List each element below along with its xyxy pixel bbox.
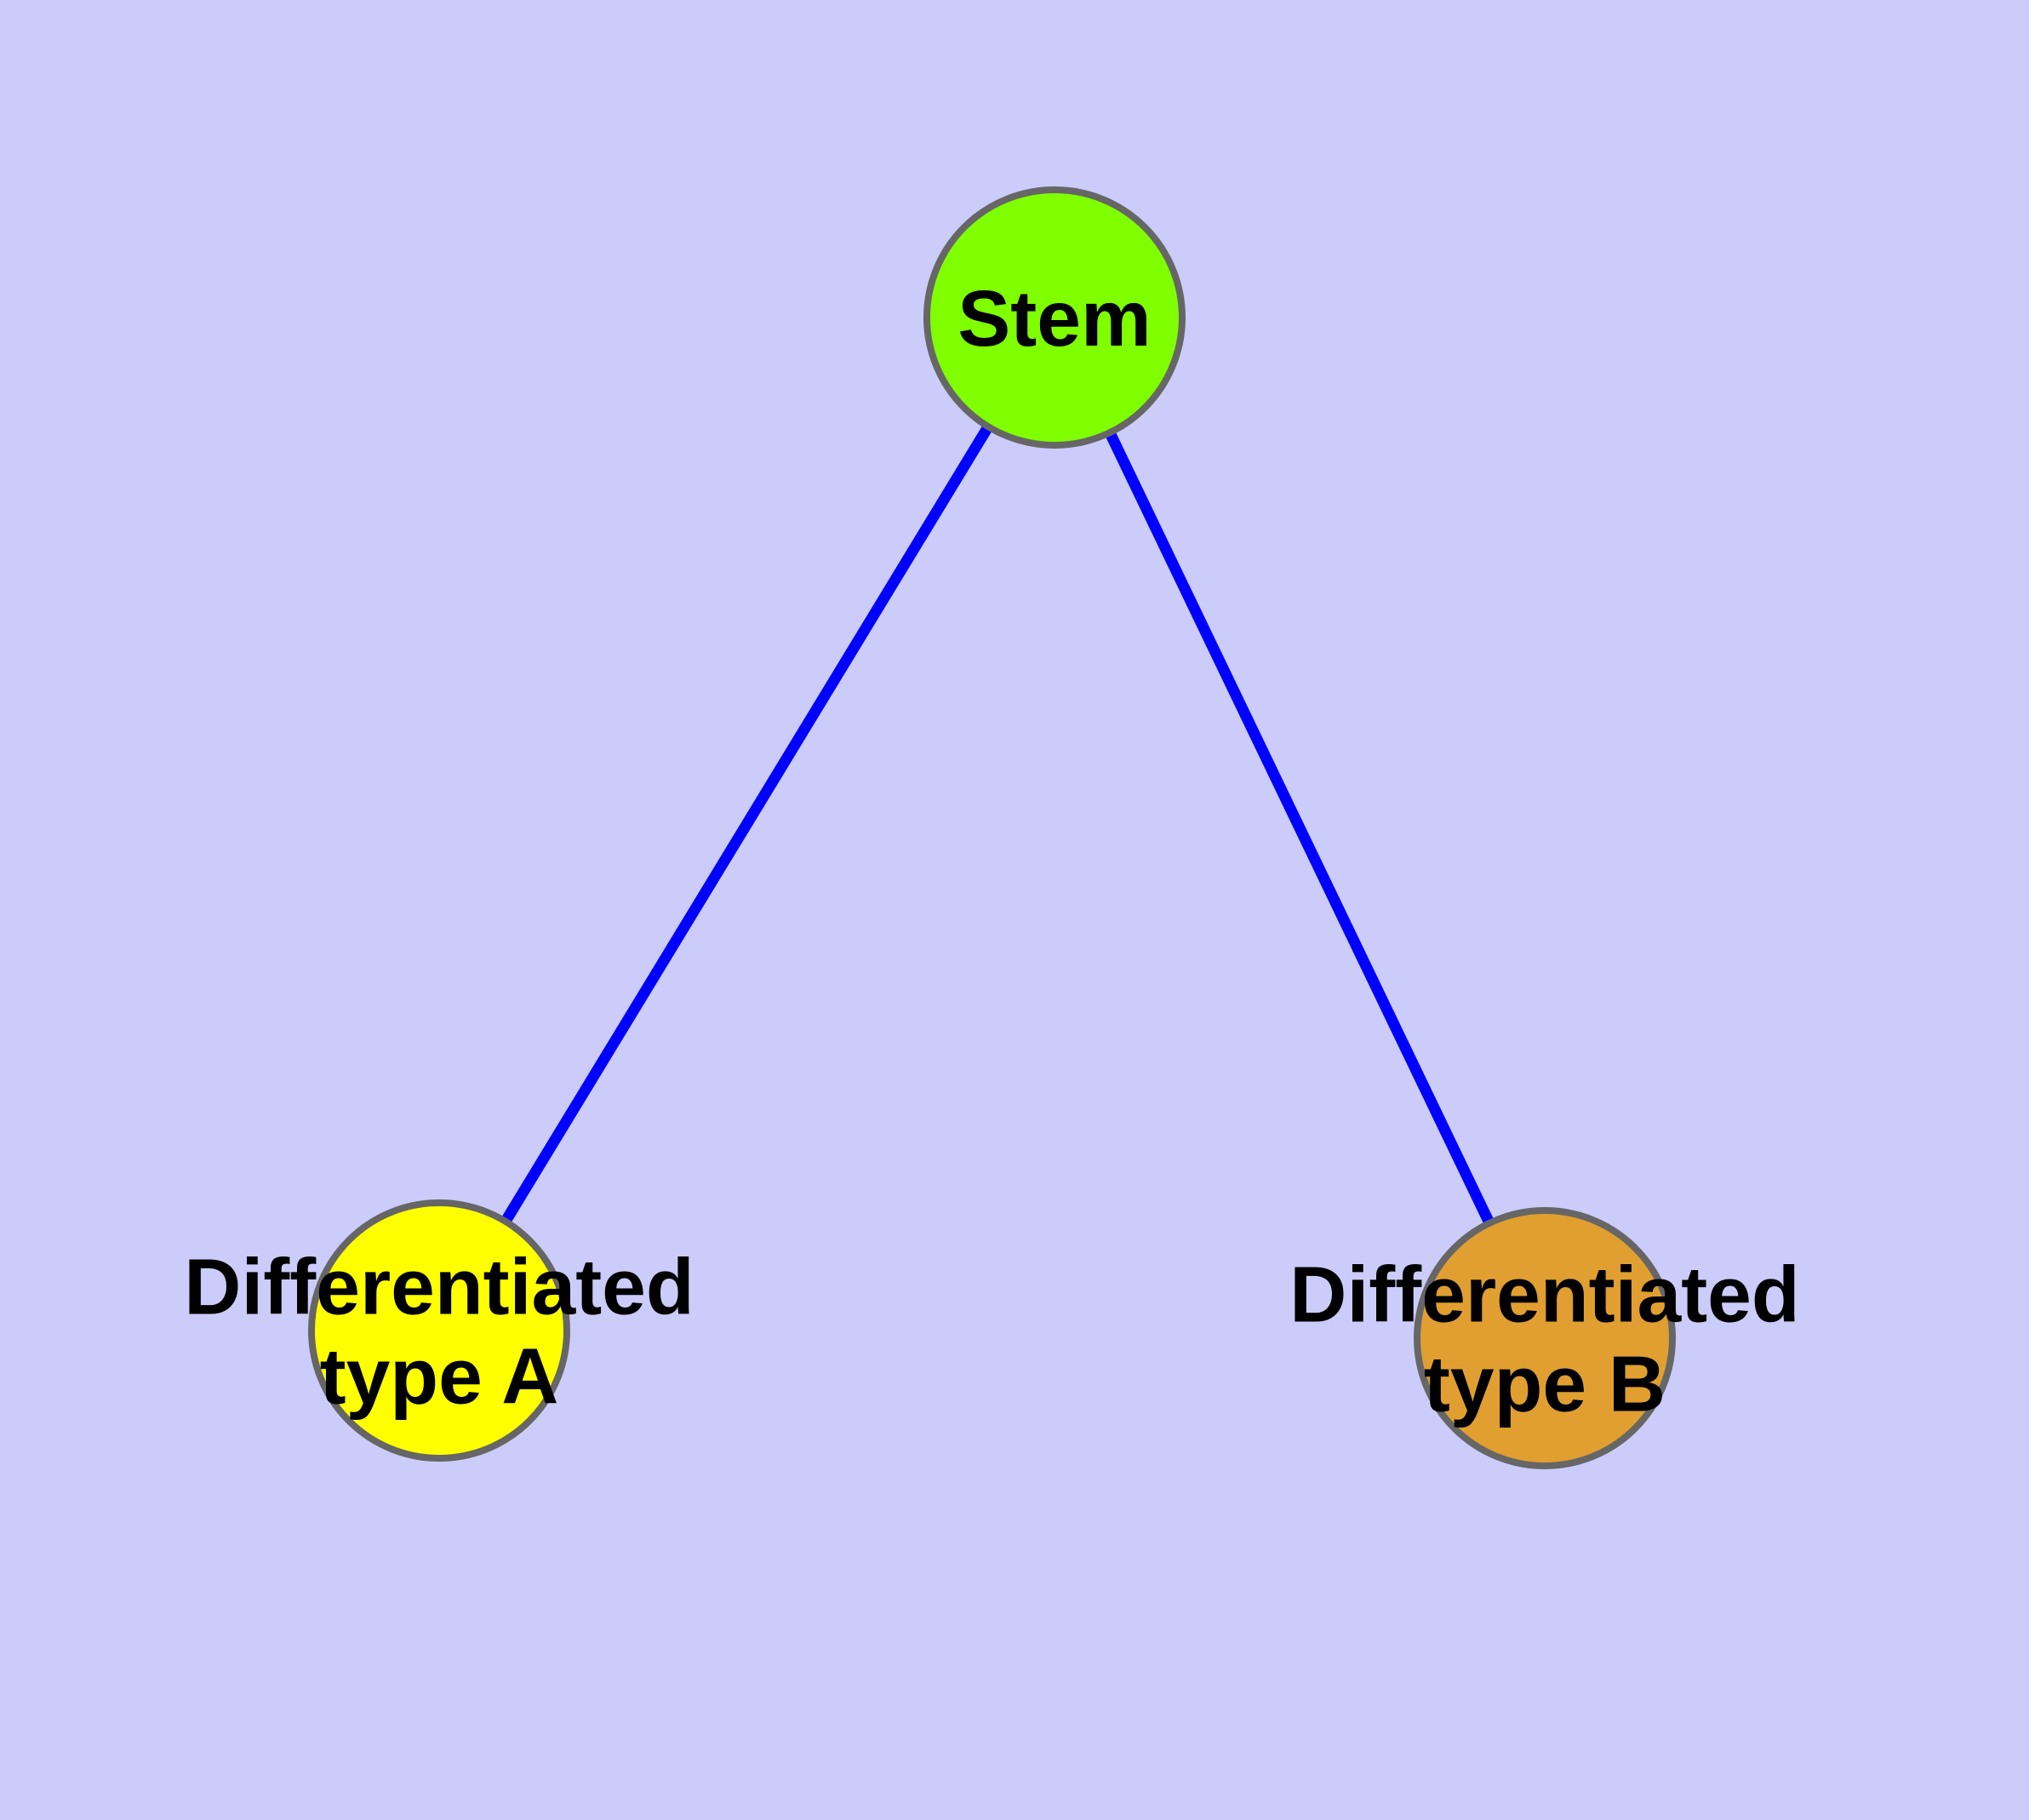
node-label-line: type A [320, 1332, 559, 1421]
node-label-line: Differentiated [1289, 1251, 1799, 1339]
node-label-stem: Stem [957, 274, 1151, 363]
node-label-line: Differentiated [184, 1243, 694, 1331]
node-circle-diff_a[interactable] [308, 1199, 570, 1462]
node-label-line: Stem [957, 274, 1151, 363]
edges-layer [434, 314, 1550, 1341]
edge-stem-diff-a[interactable] [434, 314, 1060, 1334]
node-circle-stem[interactable] [923, 186, 1186, 449]
node-label-line: type B [1424, 1340, 1666, 1428]
node-stem[interactable]: Stem [923, 186, 1186, 449]
node-circle-diff_b[interactable] [1414, 1207, 1676, 1469]
edge-stem-diff-b[interactable] [1049, 315, 1550, 1341]
